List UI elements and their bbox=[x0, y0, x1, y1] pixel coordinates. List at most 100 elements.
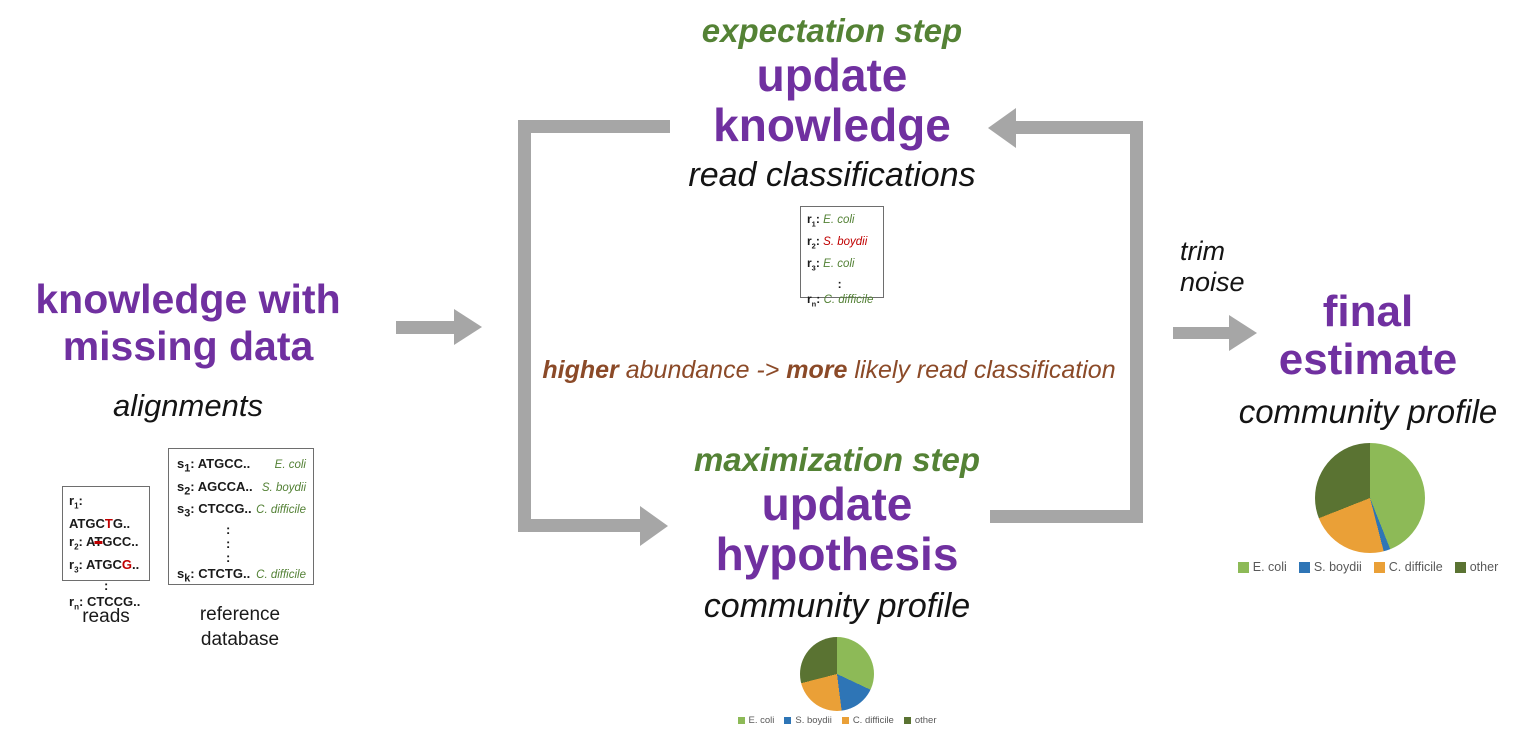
legend-item: C. difficile bbox=[1373, 560, 1443, 574]
cycle-left-vertical-bar bbox=[518, 120, 531, 532]
sequence-text: T bbox=[104, 516, 113, 532]
title-line: update bbox=[761, 478, 913, 530]
relation-segment: abundance -> bbox=[618, 356, 787, 384]
relation-segment: likely read classification bbox=[847, 356, 1116, 384]
trim-line: trim bbox=[1180, 236, 1225, 266]
legend-item: E. coli bbox=[737, 715, 774, 726]
legend-item: other bbox=[903, 715, 937, 726]
expectation-step-label: expectation step bbox=[701, 12, 963, 49]
sequence-id: s1: bbox=[177, 456, 198, 475]
classification-row: r2: S. boydii bbox=[807, 233, 880, 255]
classification-row: r3: E. coli bbox=[807, 255, 880, 277]
title-line: knowledge bbox=[713, 99, 951, 151]
update-hypothesis-title: update hypothesis bbox=[607, 479, 1067, 579]
cycle-arrow-to-knowledge-icon bbox=[988, 108, 1016, 148]
sequence-id: r1: bbox=[69, 493, 83, 511]
cycle-arrow-to-hypothesis-icon bbox=[640, 506, 668, 546]
classification-row: r1: E. coli bbox=[807, 211, 880, 233]
vertical-dots: : bbox=[837, 276, 842, 291]
vertical-dots: : bbox=[226, 535, 231, 551]
title-line: knowledge with bbox=[35, 276, 341, 322]
caption-line: database bbox=[200, 629, 280, 650]
reference-row: sk: CTCTG.. C. difficile bbox=[177, 565, 306, 588]
sequence-id: rn: bbox=[807, 291, 824, 309]
legend-label: E. coli bbox=[1252, 560, 1287, 574]
trim-noise-label: trim noise bbox=[1180, 236, 1245, 298]
title-line: update bbox=[756, 49, 908, 101]
legend-label: C. difficile bbox=[1388, 560, 1443, 574]
legend-label: S. boydii bbox=[1313, 560, 1362, 574]
sequence-text: G.. bbox=[112, 516, 131, 532]
sequence-id: s2: bbox=[177, 478, 198, 498]
final-community-profile-label: community profile bbox=[1238, 393, 1498, 430]
species-name: C. difficile bbox=[823, 293, 874, 306]
sequence-id: r2: bbox=[69, 533, 87, 552]
sequence-id: r3: bbox=[69, 556, 87, 575]
sequence-text: s3: CTCCG.. bbox=[177, 501, 252, 520]
sequence-text: ATGC bbox=[69, 516, 105, 532]
classification-row: rn: C. difficile bbox=[807, 291, 880, 313]
sequence-id: r3: bbox=[807, 255, 824, 273]
legend-label: other bbox=[1469, 560, 1499, 574]
species-name: E. coli bbox=[823, 257, 855, 270]
sequence-text: s1: ATGCC.. bbox=[177, 456, 251, 475]
read-row: r1: ATGCTG.. bbox=[69, 492, 145, 533]
vertical-dots: : bbox=[226, 521, 231, 537]
species-name: E. coli bbox=[274, 459, 306, 471]
cycle-left-top-bar bbox=[518, 120, 670, 133]
legend-swatch-icon bbox=[1237, 561, 1249, 573]
species-name: E. coli bbox=[823, 214, 855, 226]
title-line: final bbox=[1322, 287, 1414, 336]
reference-row: s3: CTCCG.. C. difficile bbox=[177, 500, 306, 523]
read-row: r3: ATGCG.. bbox=[69, 556, 145, 579]
relation-segment: more bbox=[786, 356, 848, 384]
read-row: r2: ATGCC.. bbox=[69, 533, 145, 556]
sequence-id: r2: bbox=[807, 233, 824, 251]
reference-database-caption: reference database bbox=[175, 602, 305, 652]
hypothesis-pie-legend: E. coli S. boydii C. difficile other bbox=[607, 715, 1067, 726]
final-estimate-pie-chart bbox=[1315, 443, 1425, 553]
read-classifications-label: read classifications bbox=[688, 156, 976, 194]
legend-label: S. boydii bbox=[795, 715, 832, 726]
caption-line: reference bbox=[199, 604, 281, 625]
reference-row: s2: AGCCA..S. boydii bbox=[177, 478, 306, 501]
maximization-step-label: maximization step bbox=[693, 441, 981, 478]
vertical-dots: : bbox=[226, 549, 231, 565]
knowledge-with-missing-data-title: knowledge with missing data bbox=[8, 276, 368, 370]
alignments-label: alignments bbox=[113, 388, 263, 423]
sequence-id: rn: bbox=[69, 593, 87, 612]
cycle-right-bottom-bar bbox=[990, 510, 1143, 523]
legend-label: other bbox=[914, 715, 937, 726]
legend-item: S. boydii bbox=[1298, 560, 1362, 574]
species-name: C. difficile bbox=[256, 568, 306, 581]
title-line: hypothesis bbox=[715, 528, 959, 580]
legend-item: C. difficile bbox=[841, 715, 894, 726]
final-estimate-title: final estimate bbox=[1218, 288, 1518, 384]
update-knowledge-title: update knowledge bbox=[602, 50, 1062, 150]
sequence-text: .. bbox=[132, 556, 140, 572]
output-arrow-head-icon bbox=[1229, 315, 1257, 351]
vertical-dots: : bbox=[103, 577, 109, 593]
species-name: S. boydii bbox=[823, 235, 868, 248]
abundance-relation-text: higher abundance -> more likely read cla… bbox=[509, 356, 1149, 385]
read-row: rn: CTCCG.. bbox=[69, 593, 145, 616]
reads-caption: reads bbox=[82, 606, 130, 627]
legend-swatch-icon bbox=[1298, 561, 1310, 573]
legend-item: S. boydii bbox=[784, 715, 832, 726]
sequence-id: sk: bbox=[177, 565, 199, 585]
sequence-text: ATGC bbox=[86, 556, 122, 572]
cycle-right-top-bar bbox=[1016, 121, 1143, 134]
cycle-right-vertical-bar bbox=[1130, 121, 1143, 523]
sequence-text: A bbox=[86, 533, 95, 549]
species-name: C. difficile bbox=[256, 504, 306, 517]
sequence-text: sk: CTCTG.. bbox=[177, 565, 251, 585]
legend-swatch-icon bbox=[841, 717, 849, 724]
legend-swatch-icon bbox=[903, 717, 911, 724]
legend-swatch-icon bbox=[1454, 561, 1466, 573]
legend-item: other bbox=[1454, 560, 1499, 574]
sequence-text: CTCCG.. bbox=[86, 593, 141, 609]
legend-item: E. coli bbox=[1237, 560, 1287, 574]
